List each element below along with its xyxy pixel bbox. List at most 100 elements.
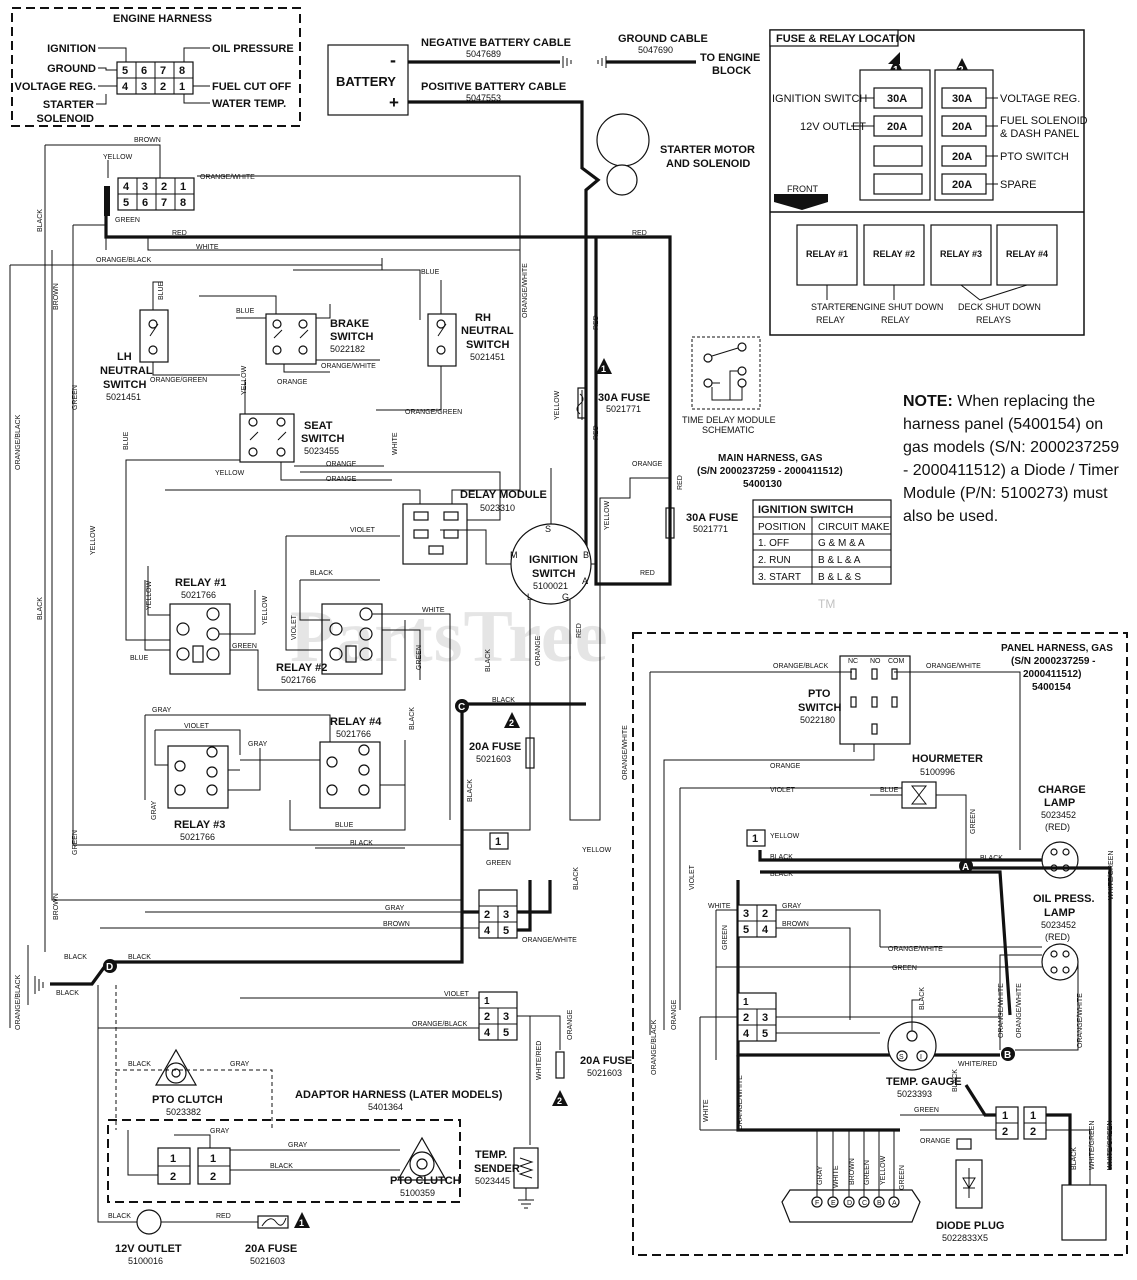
svg-text:2: 2 [484,909,490,921]
pto-clutch-2: PTO CLUTCH 5100359 [390,1136,461,1198]
svg-text:NEUTRAL: NEUTRAL [100,365,153,377]
svg-text:5400130: 5400130 [743,479,782,490]
svg-text:6: 6 [142,197,148,209]
svg-text:2000411512): 2000411512) [1023,669,1081,680]
svg-text:1: 1 [743,997,749,1008]
svg-text:2: 2 [210,1171,216,1183]
svg-text:POSITION: POSITION [758,522,806,533]
svg-text:YELLOW: YELLOW [146,580,153,610]
svg-text:RED: RED [172,230,187,237]
svg-text:3: 3 [142,181,148,193]
svg-text:3: 3 [743,908,749,920]
svg-text:4: 4 [123,181,130,193]
svg-text:VIOLET: VIOLET [184,723,210,730]
svg-text:GREEN: GREEN [864,1160,871,1185]
watermark-tm: TM [818,597,836,611]
svg-text:2: 2 [509,718,514,728]
svg-text:ORANGE/BLACK: ORANGE/BLACK [651,1019,658,1075]
svg-text:F: F [815,1200,819,1207]
svg-text:5023310: 5023310 [480,503,515,513]
svg-text:5021451: 5021451 [470,352,505,362]
svg-text:GREEN: GREEN [72,830,79,855]
svg-text:20A: 20A [952,151,972,163]
svg-text:BLACK: BLACK [919,987,926,1010]
svg-text:WHITE/RED: WHITE/RED [536,1041,543,1080]
svg-text:3. START: 3. START [758,572,801,583]
svg-text:GREEN: GREEN [914,1107,939,1114]
svg-text:GRAY: GRAY [152,707,172,714]
svg-text:NC: NC [848,658,858,665]
svg-text:LAMP: LAMP [1044,797,1075,809]
svg-text:SEAT: SEAT [304,420,333,432]
svg-text:PTO CLUTCH: PTO CLUTCH [152,1094,223,1106]
svg-text:GRAY: GRAY [385,905,405,912]
svg-text:NO: NO [870,658,881,665]
svg-text:(RED): (RED) [1045,822,1070,832]
time-delay-schematic: TIME DELAY MODULE SCHEMATIC [682,336,776,435]
svg-text:WHITE/GREEN: WHITE/GREEN [1107,1121,1114,1170]
starter-motor: STARTER MOTOR AND SOLENOID [596,113,755,196]
svg-text:NEGATIVE BATTERY CABLE: NEGATIVE BATTERY CABLE [421,37,571,49]
svg-text:BLACK: BLACK [952,1069,959,1092]
svg-text:5021451: 5021451 [106,392,141,402]
svg-text:2: 2 [743,1012,749,1024]
svg-text:D: D [106,962,113,973]
svg-text:GRAY: GRAY [817,1165,824,1185]
svg-text:VIOLET: VIOLET [770,787,796,794]
svg-text:ORANGE/WHITE: ORANGE/WHITE [1016,983,1023,1038]
svg-text:RELAY #2: RELAY #2 [276,662,327,674]
svg-text:YELLOW: YELLOW [604,500,611,530]
svg-text:SWITCH: SWITCH [330,331,373,343]
svg-text:SENDER: SENDER [474,1163,520,1175]
svg-text:30A: 30A [952,93,972,105]
svg-text:ORANGE/WHITE: ORANGE/WHITE [1077,993,1084,1048]
svg-text:GREEN: GREEN [232,643,257,650]
svg-text:BROWN: BROWN [383,921,410,928]
svg-text:+: + [389,93,399,112]
svg-text:8: 8 [179,65,185,77]
svg-text:SWITCH: SWITCH [798,702,841,714]
watermark: PartsTree [290,596,609,678]
battery: BATTERY - + [327,44,409,116]
svg-text:ORANGE: ORANGE [770,763,801,770]
svg-text:5100021: 5100021 [533,581,568,591]
svg-text:20A: 20A [952,179,972,191]
svg-text:BLACK: BLACK [108,1213,131,1220]
svg-text:BLOCK: BLOCK [712,65,751,77]
svg-text:B & L & A: B & L & A [818,555,861,566]
svg-text:GRAY: GRAY [151,800,158,820]
svg-text:A: A [962,862,969,873]
svg-text:2: 2 [161,181,167,193]
svg-text:GREEN: GREEN [970,809,977,834]
svg-text:1: 1 [180,181,186,193]
svg-text:4: 4 [484,925,491,937]
svg-text:5021766: 5021766 [281,675,316,685]
svg-text:GRAY: GRAY [230,1061,250,1068]
svg-text:GRAY: GRAY [210,1128,230,1135]
svg-text:RELAY: RELAY [881,315,910,325]
svg-text:(S/N 2000237259 - 2000411512): (S/N 2000237259 - 2000411512) [697,466,843,477]
svg-text:BLACK: BLACK [573,867,580,890]
svg-text:2. RUN: 2. RUN [758,555,791,566]
svg-text:WHITE: WHITE [392,432,399,455]
svg-text:ORANGE/GREEN: ORANGE/GREEN [405,409,462,416]
svg-text:WHITE: WHITE [708,903,731,910]
svg-text:8: 8 [180,197,186,209]
ignition-table: IGNITION SWITCH POSITION CIRCUIT MAKE 1.… [752,499,892,585]
svg-text:GREEN: GREEN [899,1165,906,1190]
svg-text:BLACK: BLACK [980,855,1003,862]
svg-text:DELAY MODULE: DELAY MODULE [460,489,547,501]
svg-text:12V OUTLET: 12V OUTLET [115,1243,182,1255]
svg-text:BROWN: BROWN [849,1158,856,1185]
svg-text:1: 1 [179,81,185,93]
svg-text:A: A [892,1200,897,1207]
svg-text:BLACK: BLACK [310,570,333,577]
svg-text:4: 4 [762,924,769,936]
svg-text:SWITCH: SWITCH [466,339,509,351]
svg-text:POSITIVE BATTERY CABLE: POSITIVE BATTERY CABLE [421,81,566,93]
pto-clutch-1: PTO CLUTCH 5023382 [152,1048,223,1117]
svg-text:5: 5 [743,924,749,936]
svg-text:ORANGE/WHITE: ORANGE/WHITE [737,1075,744,1130]
svg-text:FUEL CUT OFF: FUEL CUT OFF [212,81,292,93]
svg-text:5022180: 5022180 [800,715,835,725]
